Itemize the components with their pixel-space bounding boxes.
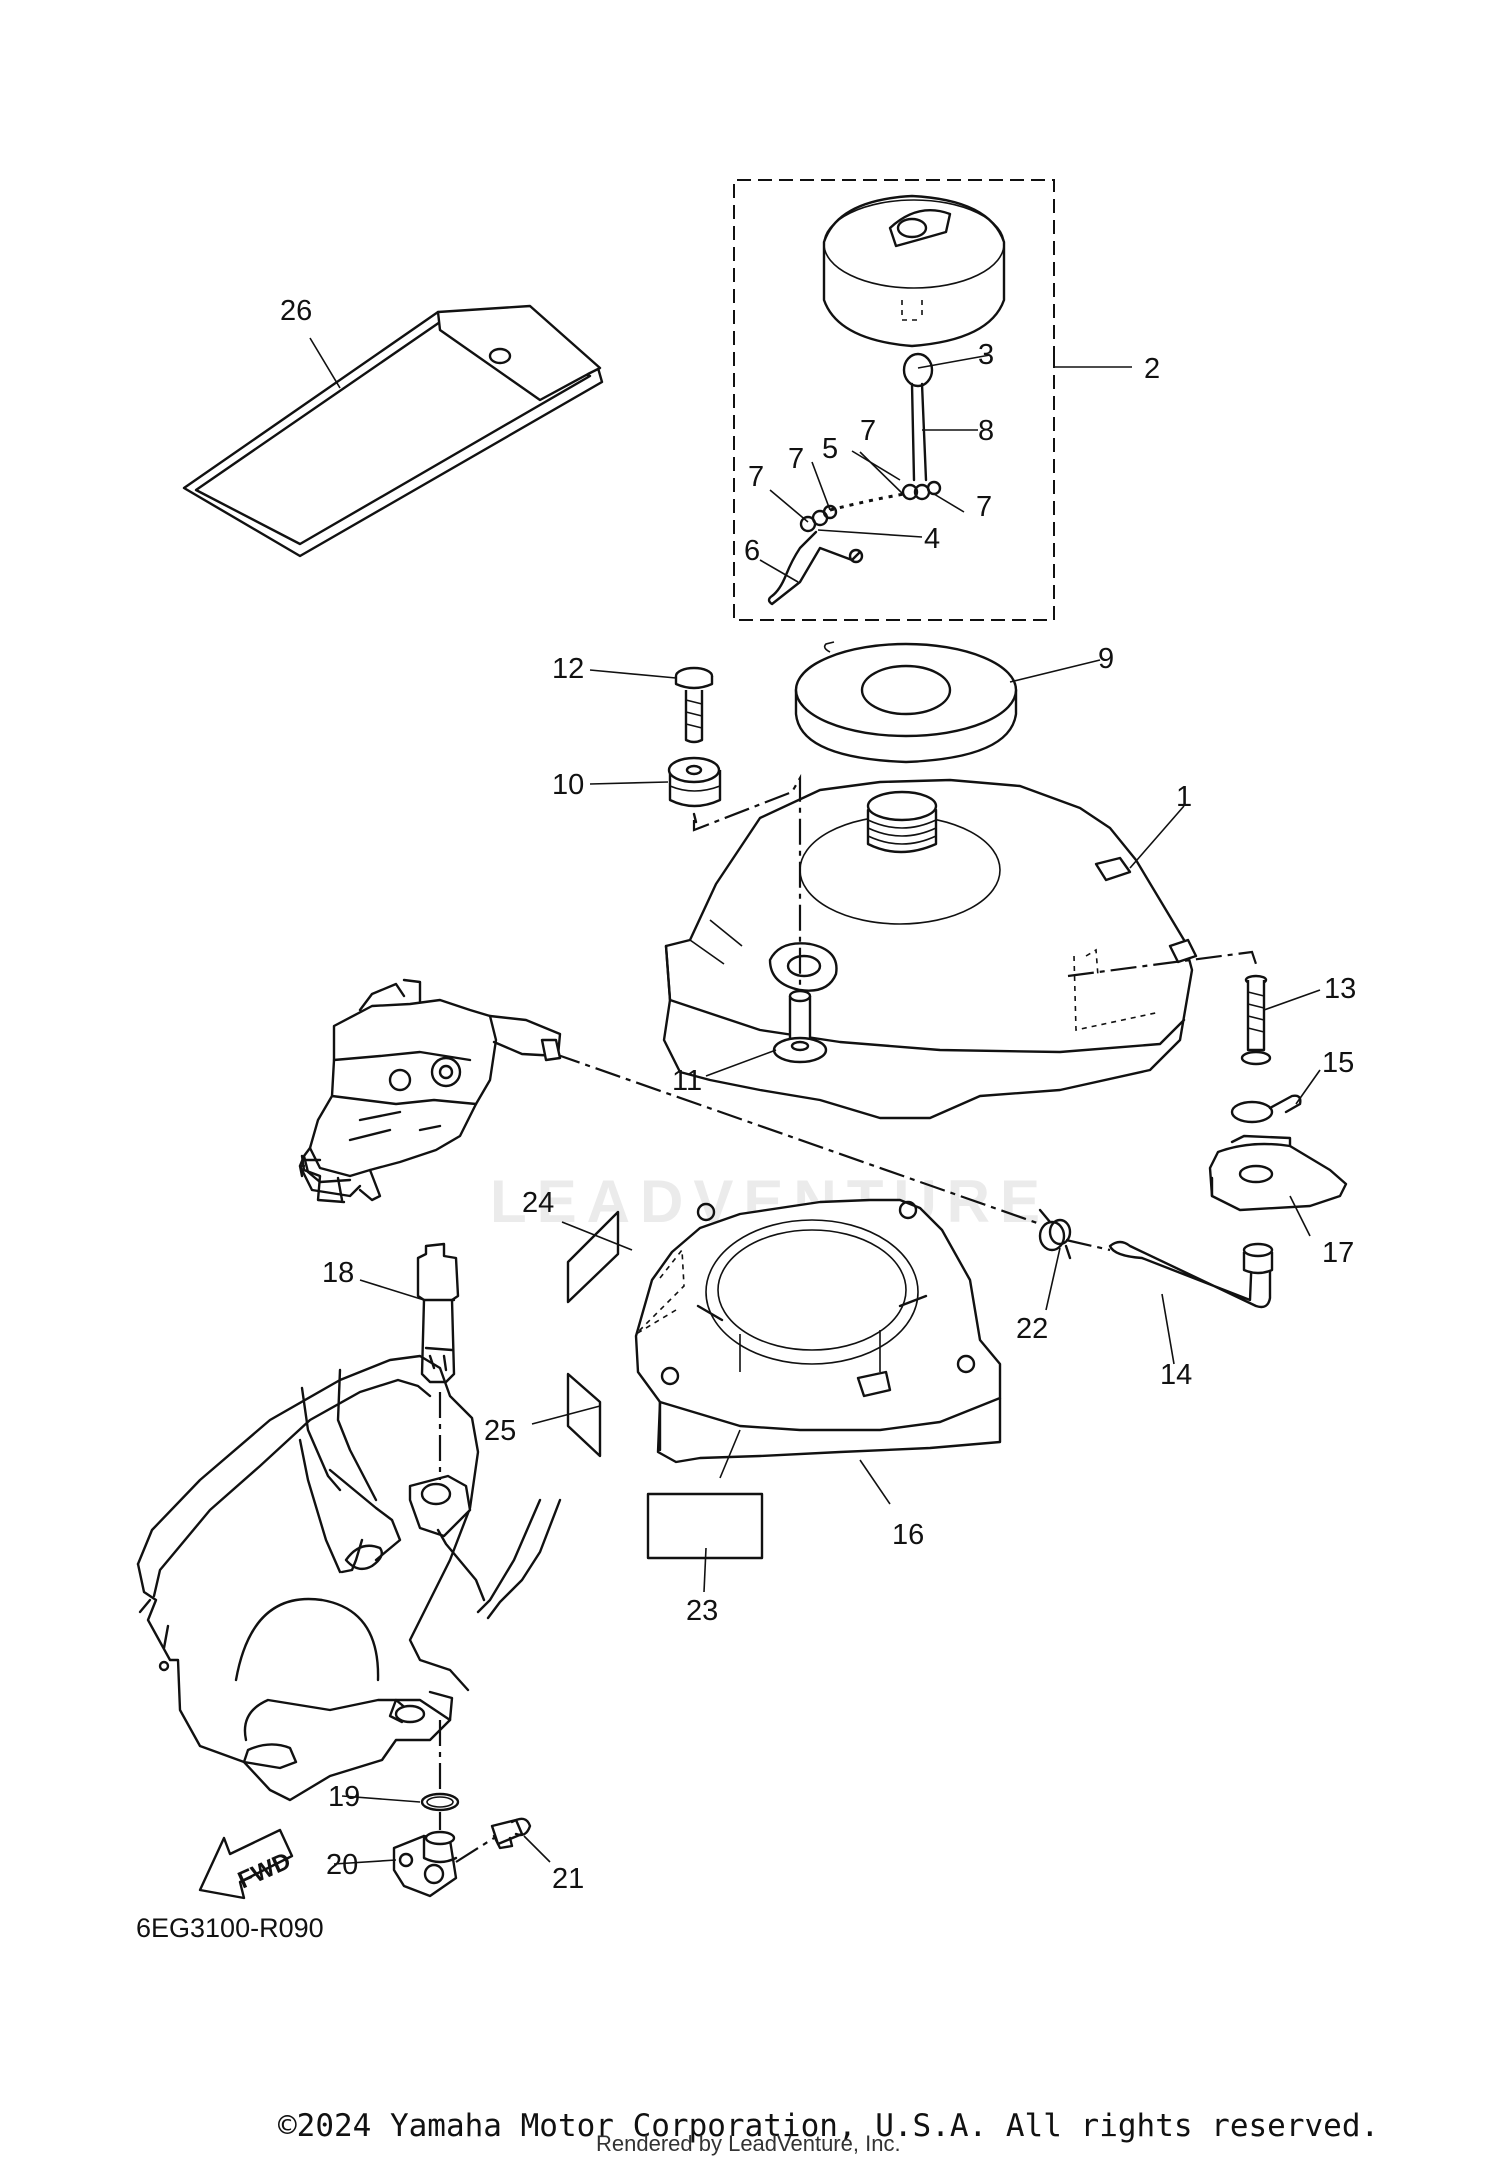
gasket-9: [794, 641, 1018, 764]
fuel-tank-1: [662, 778, 1198, 1120]
fittings-19-20-21: [392, 1720, 532, 1898]
label-part-3: 3: [978, 339, 994, 371]
fuel-cap-assembly: [733, 179, 1055, 621]
label-part-26: 26: [280, 295, 312, 327]
label-part-4: 4: [924, 523, 940, 555]
leader-lines: [309, 337, 1321, 1865]
label-part-12: 12: [552, 653, 584, 685]
label-part-11: 11: [672, 1065, 702, 1097]
carburetor: [298, 978, 562, 1204]
label-part-5: 5: [822, 433, 838, 465]
hose-14: [1108, 1240, 1274, 1309]
label-part-7-a: 7: [748, 461, 764, 493]
label-part-17: 17: [1322, 1237, 1354, 1269]
copyright-notice: ©2024 Yamaha Motor Corporation, U.S.A. A…: [278, 2108, 1380, 2144]
label-part-24: 24: [522, 1187, 554, 1219]
sensor-18: [416, 1242, 460, 1384]
label-plates: [566, 1210, 764, 1560]
label-part-9: 9: [1098, 643, 1114, 675]
label-part-7-d: 7: [976, 491, 992, 523]
label-part-10: 10: [552, 769, 584, 801]
lower-cowling: [136, 1354, 562, 1802]
label-part-6: 6: [744, 535, 760, 567]
label-part-25: 25: [484, 1415, 516, 1447]
bolt-12-grommet-10: [667, 666, 722, 824]
label-part-18: 18: [322, 1257, 354, 1289]
label-part-1: 1: [1176, 781, 1192, 813]
label-part-13: 13: [1324, 973, 1356, 1005]
assembly-line-10-11: [692, 773, 802, 990]
part-numbers: 1 2 3 4 5 6 7 7 7 7 8 9 10 11 12 13 14 1…: [280, 295, 1356, 1895]
clip-22: [1038, 1208, 1072, 1260]
bracket-17: [1208, 1134, 1348, 1212]
tool-pouch: [182, 304, 604, 558]
rendered-by-notice: Rendered by LeadVenture, Inc.: [596, 2131, 901, 2156]
bolt-13: [1240, 974, 1272, 1066]
label-part-21: 21: [552, 1863, 584, 1895]
diagram-code: 6EG3100-R090: [136, 1913, 324, 1943]
label-part-14: 14: [1160, 1359, 1192, 1391]
label-part-15: 15: [1322, 1047, 1354, 1079]
label-part-7-c: 7: [860, 415, 876, 447]
clip-15: [1230, 1094, 1302, 1124]
label-part-16: 16: [892, 1519, 924, 1551]
fuel-line-path: [554, 1052, 1111, 1252]
label-part-7-b: 7: [788, 443, 804, 475]
label-part-23: 23: [686, 1595, 718, 1627]
label-part-8: 8: [978, 415, 994, 447]
fuel-tank-base-16: [634, 1198, 1002, 1464]
fwd-arrow: FWD: [198, 1828, 295, 1900]
label-part-20: 20: [326, 1849, 358, 1881]
label-part-19: 19: [328, 1781, 360, 1813]
label-part-22: 22: [1016, 1313, 1048, 1345]
label-part-2: 2: [1144, 353, 1160, 385]
assembly-line-13-tank: [1067, 950, 1258, 978]
